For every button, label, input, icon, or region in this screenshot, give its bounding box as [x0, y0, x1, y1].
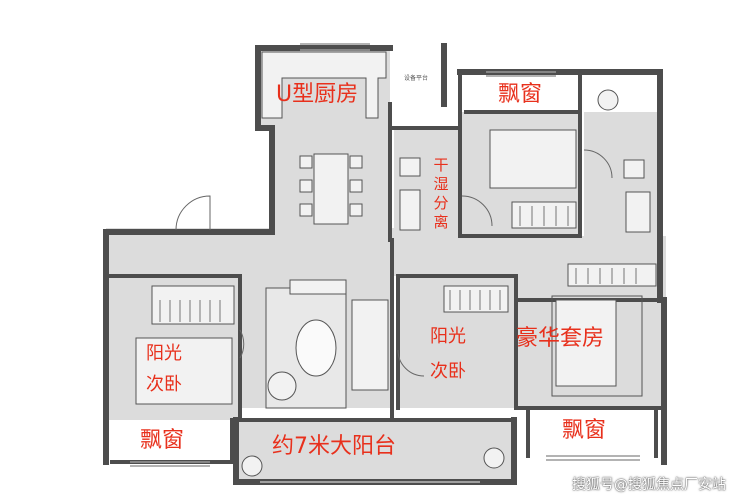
balcony-label: 约7米大阳台	[272, 434, 396, 459]
equipment-platform	[392, 48, 444, 104]
left-bed	[135, 337, 233, 405]
bay-window-right	[528, 412, 656, 454]
mid-wardrobe	[443, 285, 509, 313]
left-wardrobe	[151, 285, 235, 325]
bay-window-top-label: 飘窗	[498, 82, 543, 107]
master-shower	[625, 191, 651, 233]
kitchen-counter	[261, 51, 387, 119]
bay-window-top	[466, 78, 576, 112]
master-carpet	[551, 295, 643, 397]
toilet	[399, 157, 421, 177]
plant-right	[483, 447, 505, 469]
master-bed	[555, 299, 617, 387]
windows	[130, 43, 640, 483]
dry-wet-separation-label: 干湿分离	[433, 156, 449, 231]
washbasin	[597, 89, 619, 111]
armchair	[267, 371, 297, 401]
master-toilet	[623, 159, 645, 179]
walls	[103, 43, 667, 485]
top-right-bed	[489, 129, 577, 189]
mid-bedroom-label-line1: 阳光	[430, 326, 466, 347]
bay-window-left-label: 飘窗	[140, 428, 185, 453]
left-bedroom-label-line2: 次卧	[146, 374, 182, 395]
bay-window-left	[112, 422, 232, 462]
mid-bedroom-label-line2: 次卧	[430, 361, 466, 382]
master-suite-label: 豪华套房	[516, 326, 605, 351]
dining-table	[313, 153, 349, 225]
furniture	[135, 51, 657, 477]
sofa	[351, 299, 389, 391]
plant-left	[241, 455, 263, 477]
balcony-floor	[236, 420, 514, 482]
left-bedroom-label-line1: 阳光	[146, 343, 182, 364]
watermark: 搜狐号@搜狐焦点厂安站	[572, 477, 726, 493]
doors	[175, 149, 613, 377]
shower-tray	[399, 189, 421, 231]
coffee-table	[295, 319, 337, 377]
equipment-platform-label: 设备平台	[404, 75, 429, 82]
hatching	[159, 206, 637, 322]
kitchen-label: U型厨房	[276, 82, 359, 107]
bay-window-right-label: 飘窗	[562, 418, 607, 443]
white-areas	[112, 48, 656, 462]
